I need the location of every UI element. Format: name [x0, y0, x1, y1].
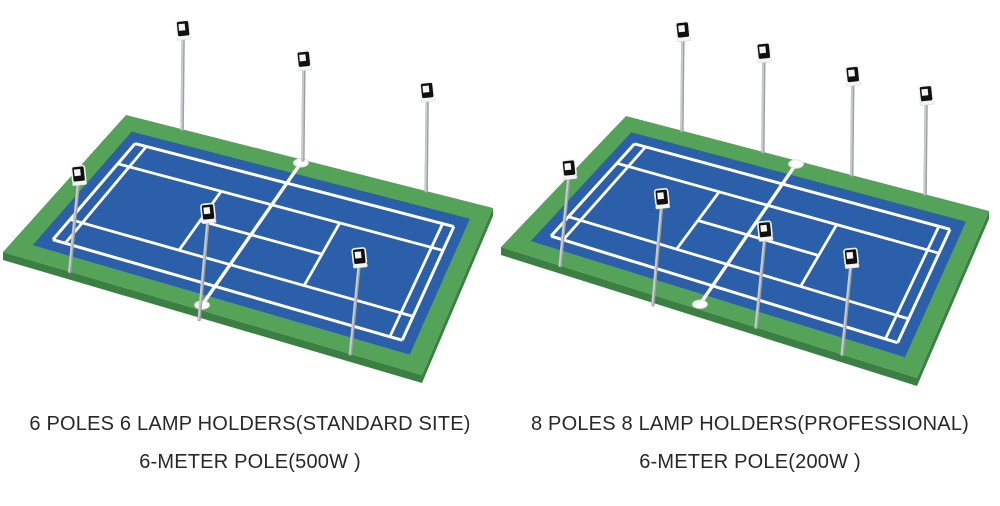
- court-scene-2: [501, 20, 989, 386]
- floodlight-lens: [422, 85, 430, 93]
- court-line: [64, 145, 148, 245]
- court-line: [400, 225, 456, 341]
- floodlight-icon: [918, 84, 935, 106]
- pole-shaft-highlight: [840, 262, 852, 356]
- caption-standard-line1: 6 POLES 6 LAMP HOLDERS(STANDARD SITE): [29, 413, 471, 435]
- floodlight-lens: [759, 46, 767, 54]
- pole-shaft-highlight: [301, 64, 305, 161]
- net-line: [200, 161, 303, 307]
- light-pole: [840, 247, 860, 357]
- light-pole: [651, 188, 671, 307]
- floodlight-icon: [757, 220, 774, 242]
- floodlight-lens: [760, 224, 768, 232]
- light-pole: [67, 164, 87, 274]
- court-line: [896, 228, 952, 344]
- court-line: [388, 223, 444, 338]
- court-line: [117, 162, 444, 252]
- caption-standard: 6 POLES 6 LAMP HOLDERS(STANDARD SITE) 6-…: [0, 412, 500, 474]
- floodlight-icon: [755, 42, 773, 64]
- pole-shaft-highlight: [558, 173, 570, 267]
- floodlight-icon: [175, 19, 192, 41]
- floodlight-icon: [843, 247, 860, 269]
- floodlight-icon: [653, 188, 671, 210]
- floodlight-lens: [564, 163, 572, 171]
- pole-shaft-highlight: [923, 99, 927, 196]
- floodlight-lens: [178, 23, 186, 31]
- court-line: [134, 142, 455, 229]
- floodlight-icon: [561, 158, 578, 181]
- floodlight-lens: [73, 168, 81, 177]
- floodlight-icon: [844, 65, 862, 87]
- pole-shaft-highlight: [424, 96, 428, 192]
- light-pole: [755, 42, 773, 154]
- floodlight-lens: [848, 69, 855, 77]
- pole-shaft-highlight: [197, 217, 209, 321]
- court-line: [884, 225, 941, 340]
- caption-professional-line1: 8 POLES 8 LAMP HOLDERS(PROFESSIONAL): [530, 413, 970, 435]
- caption-professional: 8 POLES 8 LAMP HOLDERS(PROFESSIONAL) 6-M…: [500, 412, 1000, 474]
- floodlight-icon: [295, 50, 313, 72]
- floodlight-icon: [674, 20, 692, 43]
- floodlight-lens: [846, 251, 854, 260]
- court-line: [51, 142, 137, 241]
- pole-shaft-highlight: [761, 56, 765, 153]
- court-line: [550, 234, 899, 345]
- pole-shaft-highlight: [651, 202, 663, 306]
- pole-shaft-highlight: [68, 179, 79, 273]
- net-line: [698, 163, 798, 306]
- floodlight-lens: [678, 25, 686, 33]
- floodlight-lens: [354, 251, 362, 259]
- light-pole: [348, 247, 368, 356]
- floodlight-icon: [70, 164, 87, 187]
- light-pole: [175, 19, 192, 131]
- floodlight-lens: [203, 206, 211, 215]
- light-pole: [674, 20, 692, 133]
- court-line: [199, 219, 323, 256]
- court-line: [616, 161, 940, 255]
- pole-shaft-highlight: [180, 34, 184, 131]
- light-pole: [844, 65, 862, 177]
- court-line: [52, 238, 403, 342]
- floodlight-lens: [921, 88, 929, 96]
- floodlight-icon: [419, 81, 436, 103]
- floodlight-lens: [299, 54, 307, 62]
- court-surface: [32, 131, 470, 355]
- caption-standard-line2: 6-METER POLE(500W ): [139, 451, 361, 473]
- floodlight-icon: [351, 247, 368, 269]
- floodlight-icon: [200, 202, 217, 225]
- pole-shaft-highlight: [348, 262, 360, 355]
- court-line: [177, 190, 223, 252]
- net-post-base: [692, 299, 708, 309]
- light-pole: [918, 84, 935, 196]
- caption-professional-line2: 6-METER POLE(200W ): [639, 451, 861, 473]
- pole-shaft-highlight: [850, 80, 854, 176]
- light-pole: [754, 220, 774, 330]
- light-pole: [197, 202, 217, 322]
- court-scene-1: [3, 19, 493, 383]
- light-pole: [419, 81, 436, 193]
- court-line: [568, 215, 909, 321]
- floodlight-lens: [657, 192, 665, 200]
- net-post-base: [293, 158, 309, 168]
- pole-shaft-highlight: [680, 35, 684, 132]
- court-line: [697, 219, 820, 257]
- light-pole: [558, 158, 578, 268]
- net-post-base: [788, 159, 804, 169]
- light-pole: [295, 50, 313, 162]
- court-line: [634, 142, 951, 231]
- pole-shaft-highlight: [754, 235, 766, 329]
- court-surface: [530, 132, 966, 358]
- court-line: [562, 145, 647, 241]
